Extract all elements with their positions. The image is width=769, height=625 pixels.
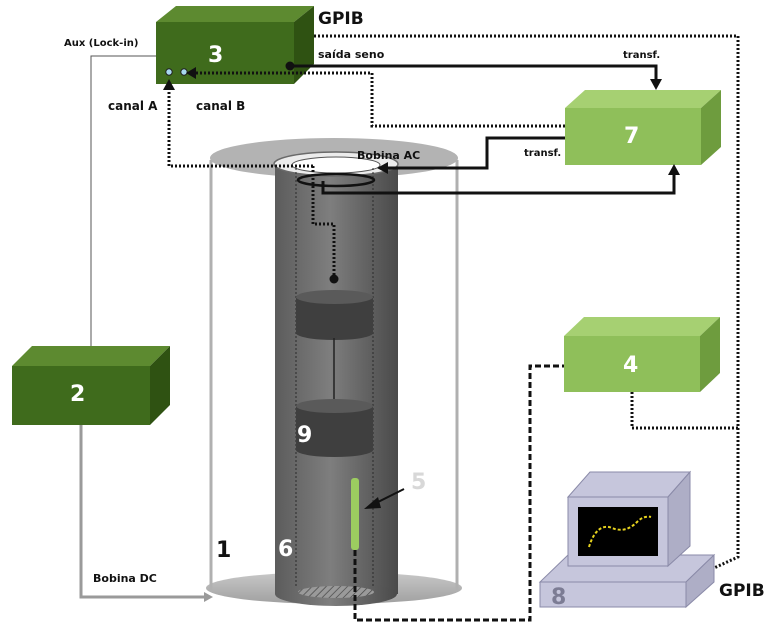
channel-b-return-line — [193, 71, 565, 128]
component-4-number: 4 — [623, 353, 638, 378]
sample-to-instrument-4-line — [353, 364, 564, 622]
transf-mid-label: transf. — [524, 148, 561, 159]
gpib-bottom-label: GPIB — [719, 581, 765, 601]
ac-coil-label: Bobina AC — [357, 149, 420, 162]
instrument-2: 2 — [12, 346, 170, 425]
computer-screen — [578, 507, 658, 556]
transformer-line-top — [384, 136, 565, 170]
tube-bottom-hatch — [298, 586, 374, 598]
screen-trace — [588, 515, 652, 548]
component-5-number: 5 — [411, 470, 426, 495]
holder-signal-line — [311, 166, 336, 279]
component-7-number: 7 — [624, 124, 639, 149]
channel-a-label: canal A — [108, 99, 158, 113]
gpib-line — [314, 34, 740, 570]
ac-coil — [296, 172, 376, 188]
sine-output-label: saída seno — [318, 48, 385, 61]
inner-tube — [273, 151, 399, 606]
instrument-4-to-computer-line — [630, 392, 738, 430]
sine-output-line — [290, 64, 658, 82]
channel-b-connector[interactable] — [180, 68, 188, 76]
component-2-number: 2 — [70, 382, 85, 407]
transf-top-label: transf. — [623, 50, 660, 61]
sample-holder — [296, 290, 373, 458]
channel-a-connector[interactable] — [165, 68, 173, 76]
component-3-number: 3 — [208, 43, 223, 68]
dc-coil-label: Bobina DC — [93, 572, 157, 585]
aux-lockin-label: Aux (Lock-in) — [64, 38, 138, 49]
dc-coil-line — [79, 425, 206, 599]
instrument-7: 7 — [565, 90, 721, 165]
instrument-4: 4 — [564, 317, 720, 392]
channel-a-line — [167, 86, 313, 168]
component-9-number: 9 — [297, 423, 312, 448]
component-1-number: 1 — [216, 538, 231, 563]
transformer-line-bottom — [321, 172, 676, 195]
component-6-number: 6 — [278, 537, 293, 562]
channel-b-label: canal B — [196, 99, 245, 113]
aux-lockin-line — [90, 55, 156, 346]
gpib-top-label: GPIB — [318, 9, 364, 29]
instrument-3-lockin: 3 — [156, 6, 314, 84]
component-8-number: 8 — [551, 585, 566, 610]
sample-rod — [351, 478, 359, 550]
computer-8: 8 — [538, 470, 716, 610]
